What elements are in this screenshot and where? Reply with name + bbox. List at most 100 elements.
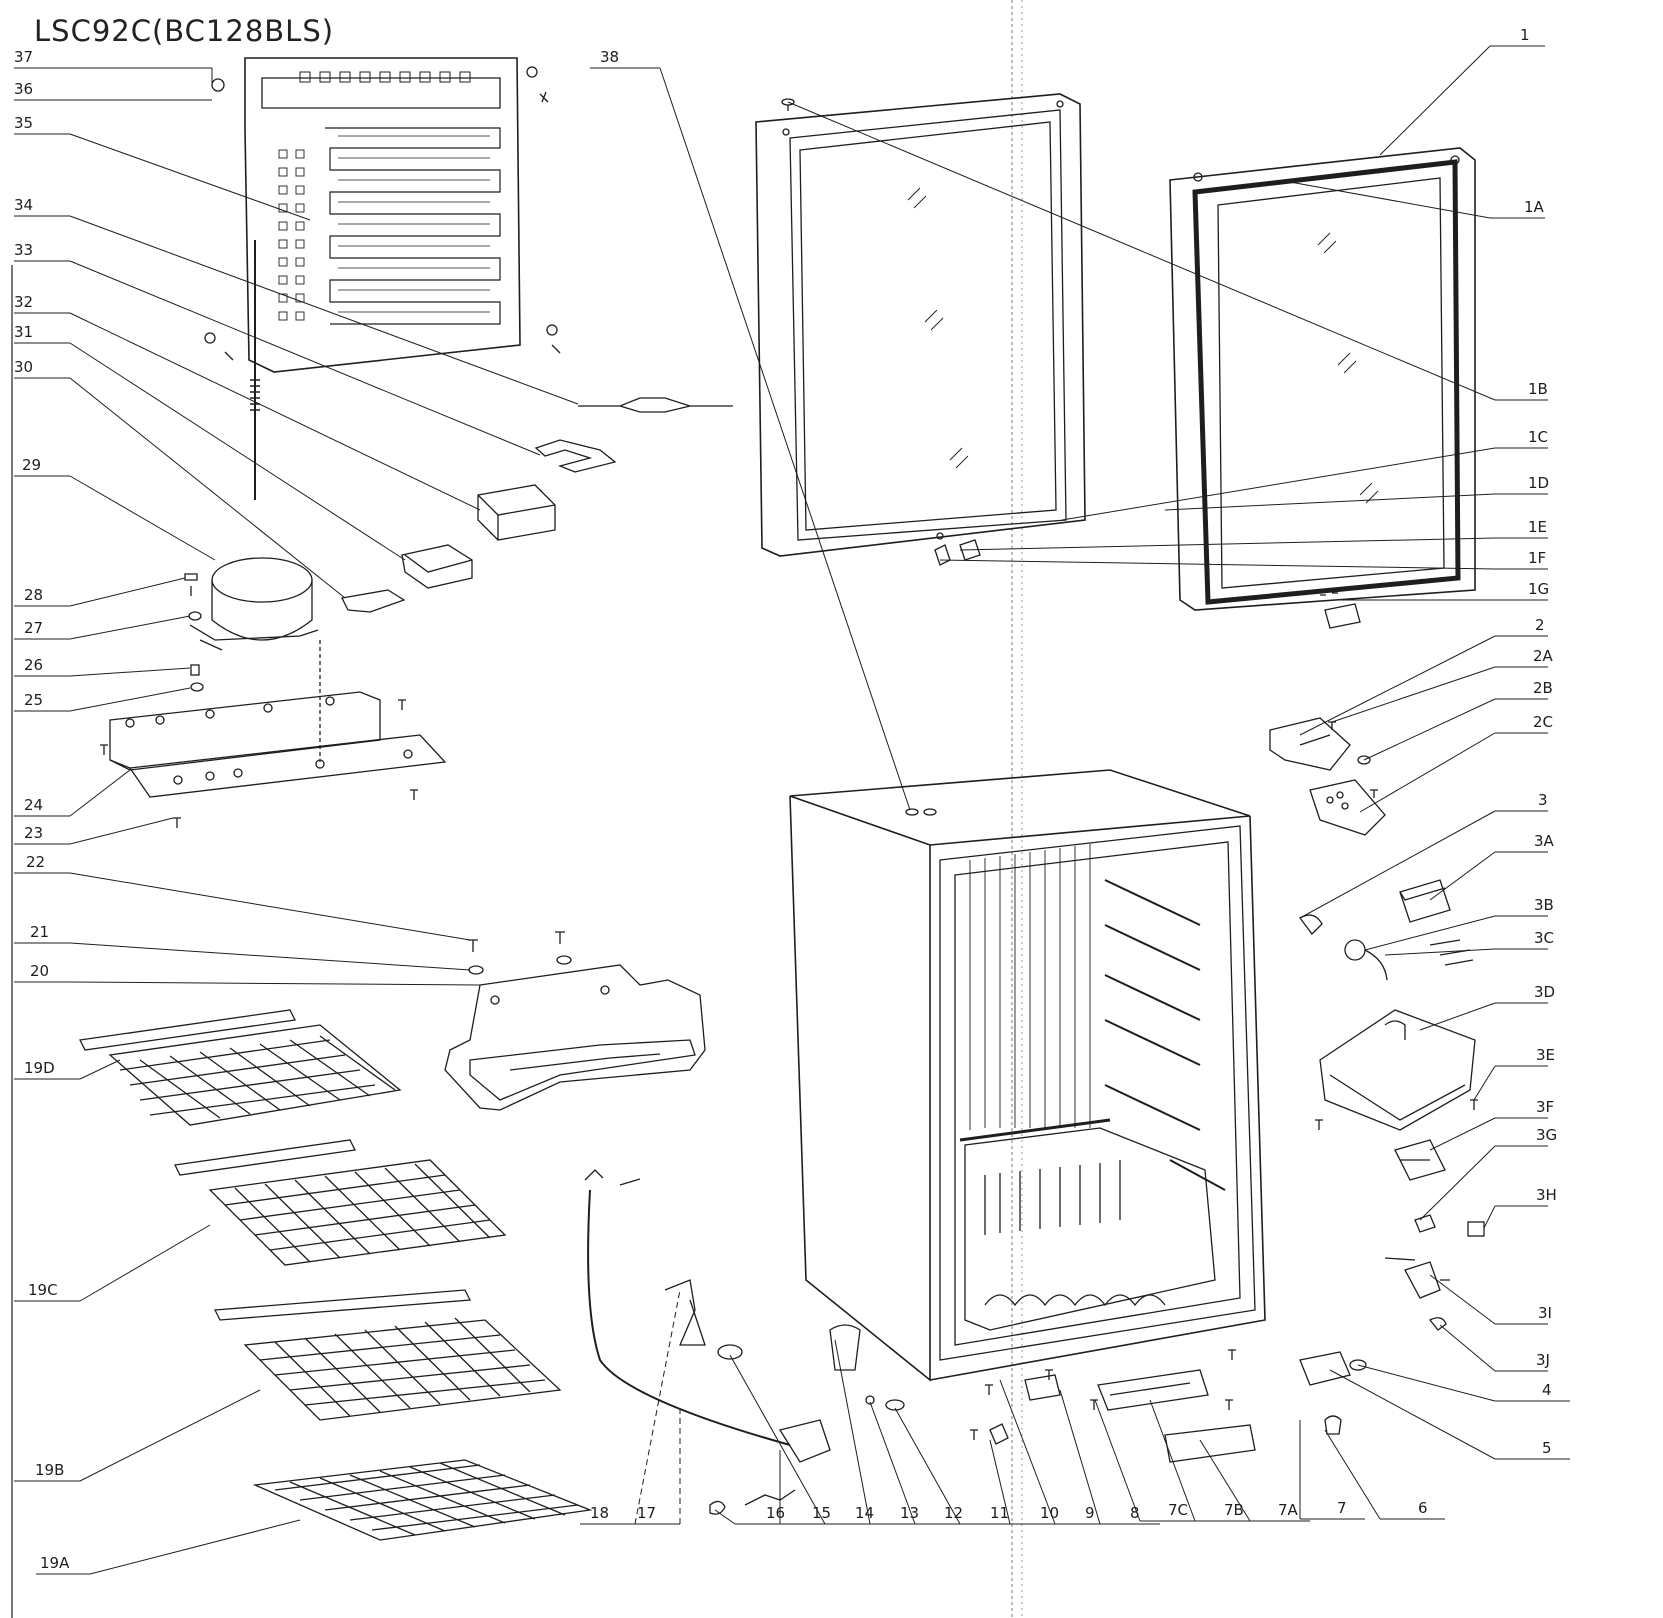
leader-line-8 <box>1059 1389 1101 1525</box>
callout-label-19C: 19C <box>28 1281 58 1299</box>
leader-line-27 <box>69 615 191 640</box>
leader-line-1 <box>1379 45 1491 156</box>
leader-line-19B <box>79 1389 261 1482</box>
callout-label-1C: 1C <box>1528 428 1548 446</box>
callout-label-38: 38 <box>600 48 619 66</box>
callout-label-33: 33 <box>14 241 33 259</box>
callout-label-9: 9 <box>1085 1504 1095 1522</box>
callout-label-1D: 1D <box>1528 474 1549 492</box>
callout-label-1G: 1G <box>1528 580 1549 598</box>
compressor-mount-parts <box>184 573 204 692</box>
leader-line-20 <box>69 981 481 986</box>
leader-line-7B <box>1149 1399 1196 1522</box>
leader-line-16 <box>714 1509 736 1525</box>
leader-line-23 <box>69 817 174 845</box>
leader-line-2A <box>1331 666 1496 723</box>
callout-label-14: 14 <box>855 1504 874 1522</box>
callout-label-11: 11 <box>990 1504 1009 1522</box>
callout-label-3F: 3F <box>1536 1098 1554 1116</box>
callout-label-2B: 2B <box>1533 679 1553 697</box>
leader-line-3G <box>1419 1145 1496 1221</box>
wire-shelf-19c <box>174 1139 507 1266</box>
callout-label-20: 20 <box>30 962 49 980</box>
callout-label-3I: 3I <box>1538 1304 1552 1322</box>
leader-line-29 <box>69 475 216 561</box>
leader-line-3I <box>1429 1274 1496 1325</box>
callout-label-4: 4 <box>1542 1381 1552 1399</box>
bracket-screws <box>100 699 418 828</box>
leader-line-35 <box>69 133 311 221</box>
leader-line-3F <box>1429 1117 1496 1151</box>
leader-line-7C <box>1094 1399 1141 1522</box>
inner-door <box>755 93 1086 566</box>
leader-line-11 <box>894 1407 961 1525</box>
callout-label-7C: 7C <box>1168 1501 1188 1519</box>
callout-label-3A: 3A <box>1534 832 1555 850</box>
leader-line-1B <box>787 101 1496 401</box>
leader-line-3 <box>1299 810 1496 919</box>
compressor-base-bracket <box>109 640 447 798</box>
callout-label-3C: 3C <box>1534 929 1554 947</box>
power-cord <box>584 1169 831 1463</box>
callout-label-12: 12 <box>944 1504 963 1522</box>
leader-line-1F <box>939 559 1496 570</box>
callout-label-5: 5 <box>1542 1439 1552 1457</box>
callout-label-7B: 7B <box>1224 1501 1244 1519</box>
leader-line-19A <box>89 1519 301 1575</box>
compressor <box>189 557 319 651</box>
leader-line-28 <box>69 577 186 607</box>
leader-line-25 <box>69 687 191 712</box>
callout-label-37: 37 <box>14 48 33 66</box>
callout-label-1E: 1E <box>1528 518 1547 536</box>
leader-line-38 <box>659 67 911 811</box>
callout-label-19B: 19B <box>35 1461 64 1479</box>
callout-label-1F: 1F <box>1528 549 1546 567</box>
leader-line-26 <box>69 667 191 677</box>
bottom-small-parts <box>664 1279 905 1515</box>
leader-lines <box>14 45 1570 1575</box>
callout-label-34: 34 <box>14 196 33 214</box>
callout-label-36: 36 <box>14 80 33 98</box>
leader-line-9 <box>999 1379 1056 1525</box>
leader-line-4 <box>1357 1364 1496 1402</box>
leader-line-10 <box>989 1439 1011 1525</box>
callout-label-29: 29 <box>22 456 41 474</box>
leader-line-5 <box>1329 1369 1496 1460</box>
cabinet-bottom-parts <box>970 1349 1367 1463</box>
leader-line-34 <box>69 215 579 405</box>
drip-tray <box>444 964 706 1111</box>
leader-line-12 <box>869 1401 916 1525</box>
leader-line-7A <box>1199 1439 1251 1522</box>
leader-line-22 <box>69 872 471 941</box>
callout-label-17: 17 <box>637 1504 656 1522</box>
callout-label-31: 31 <box>14 323 33 341</box>
wire-shelf-19d <box>79 1009 402 1126</box>
leader-line-21 <box>69 942 471 971</box>
leader-line-13 <box>834 1339 871 1525</box>
relay-bracket <box>401 544 473 589</box>
callout-label-1B: 1B <box>1528 380 1548 398</box>
callout-label-3D: 3D <box>1534 983 1555 1001</box>
callout-label-30: 30 <box>14 358 33 376</box>
leader-line-3D <box>1419 1002 1496 1031</box>
callout-label-27: 27 <box>24 619 43 637</box>
outer-door <box>1169 147 1476 629</box>
screw-group <box>204 66 561 361</box>
thermostat-box <box>477 484 556 541</box>
callout-label-7A: 7A <box>1278 1501 1299 1519</box>
leader-line-1D <box>1164 493 1496 511</box>
callout-label-19D: 19D <box>24 1059 55 1077</box>
callout-label-21: 21 <box>30 923 49 941</box>
callout-label-2A: 2A <box>1533 647 1554 665</box>
callout-label-1A: 1A <box>1524 198 1545 216</box>
leader-line-2B <box>1363 698 1496 761</box>
leader-line-24 <box>69 769 131 817</box>
top-hinge <box>1269 717 1386 836</box>
leader-line-3E <box>1473 1065 1496 1101</box>
callout-label-18: 18 <box>590 1504 609 1522</box>
evaporator-plate <box>244 57 521 500</box>
callout-label-3E: 3E <box>1536 1046 1555 1064</box>
callout-label-19A: 19A <box>40 1554 70 1572</box>
leader-line-30 <box>69 377 346 599</box>
